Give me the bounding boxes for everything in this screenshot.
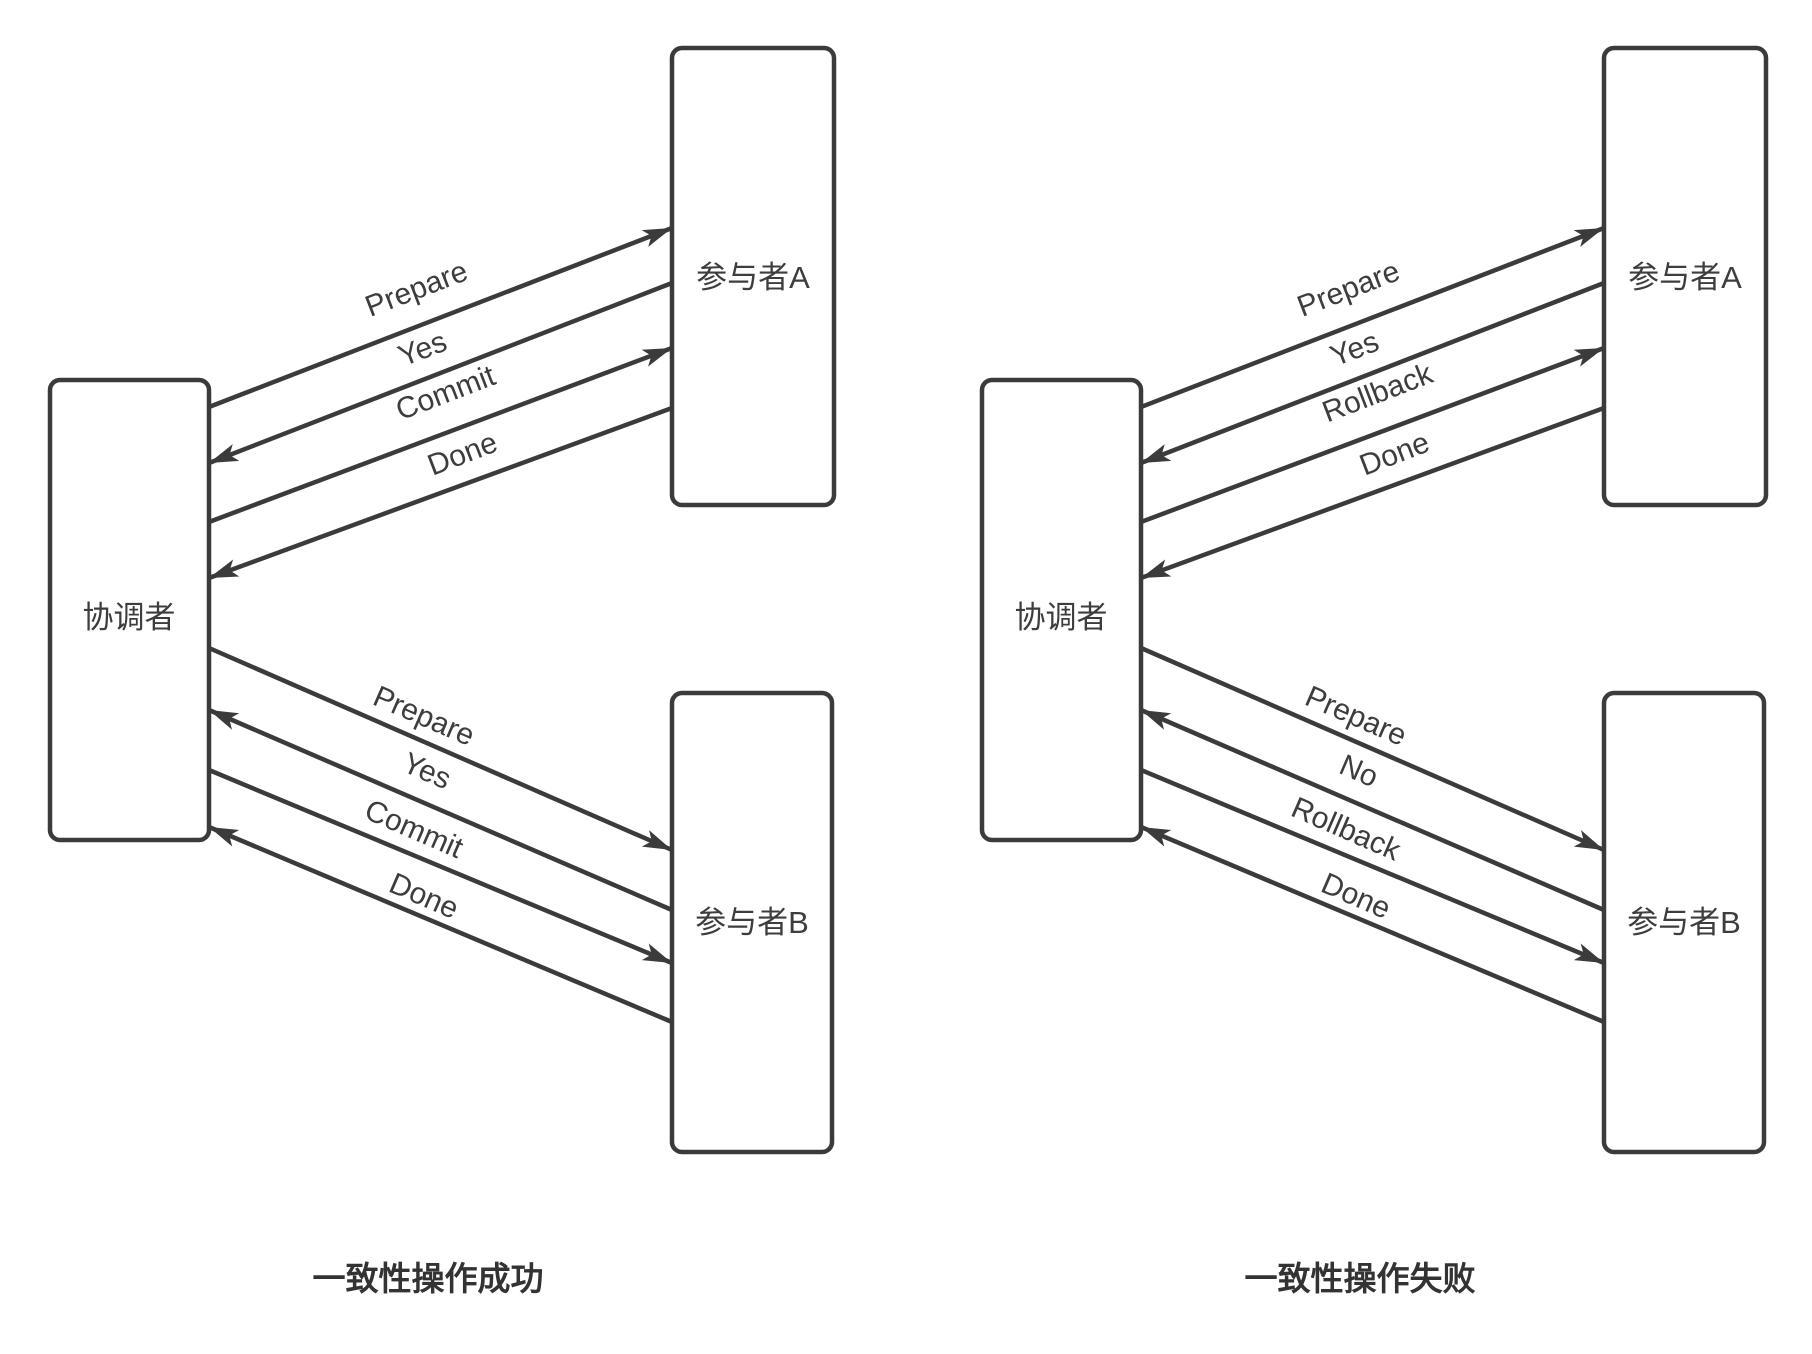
caption-failure: 一致性操作失败 bbox=[1245, 1260, 1476, 1297]
arrow-no-from-b bbox=[1140, 707, 1605, 913]
arrow-yes-from-b bbox=[208, 707, 673, 913]
arrow-commit-to-b bbox=[208, 767, 673, 966]
arrow-prepare-to-b bbox=[1140, 645, 1605, 853]
arrow-prepare-to-a bbox=[1140, 225, 1605, 410]
arrow-prepare-to-b bbox=[208, 645, 673, 853]
coordinator-label: 协调者 bbox=[83, 600, 176, 635]
arrow-done-from-b bbox=[1140, 824, 1605, 1025]
arrow-done-from-b bbox=[208, 824, 673, 1025]
participant-a-label: 参与者A bbox=[696, 260, 810, 295]
arrow-commit-to-a bbox=[208, 345, 673, 525]
participant-a-box bbox=[1601, 45, 1769, 508]
arrow-rollback-to-a bbox=[1140, 345, 1605, 525]
participant-b-label: 参与者B bbox=[695, 905, 809, 940]
arrow-yes-from-a bbox=[1140, 280, 1605, 466]
participant-b-box bbox=[1601, 690, 1767, 1155]
participant-b-box bbox=[669, 690, 835, 1155]
coordinator-box bbox=[47, 377, 212, 843]
participant-a-box bbox=[669, 45, 837, 508]
participant-b-label: 参与者B bbox=[1627, 905, 1741, 940]
diagram-failure: 协调者 参与者A 参与者B Prepare Yes Rollback Done … bbox=[979, 45, 1769, 1297]
arrow-done-from-a bbox=[1140, 405, 1605, 581]
arrow-done-from-a bbox=[208, 405, 673, 581]
caption-success: 一致性操作成功 bbox=[313, 1260, 544, 1297]
arrow-yes-from-a bbox=[208, 280, 673, 466]
arrow-rollback-to-b bbox=[1140, 767, 1605, 966]
participant-a-label: 参与者A bbox=[1628, 260, 1742, 295]
coordinator-label: 协调者 bbox=[1015, 600, 1108, 635]
message-label: No bbox=[1335, 749, 1383, 795]
arrow-prepare-to-a bbox=[208, 225, 673, 410]
coordinator-box bbox=[979, 377, 1144, 843]
diagram-success: 协调者 参与者A 参与者B Prepare Yes Commit Done Pr… bbox=[47, 45, 837, 1297]
